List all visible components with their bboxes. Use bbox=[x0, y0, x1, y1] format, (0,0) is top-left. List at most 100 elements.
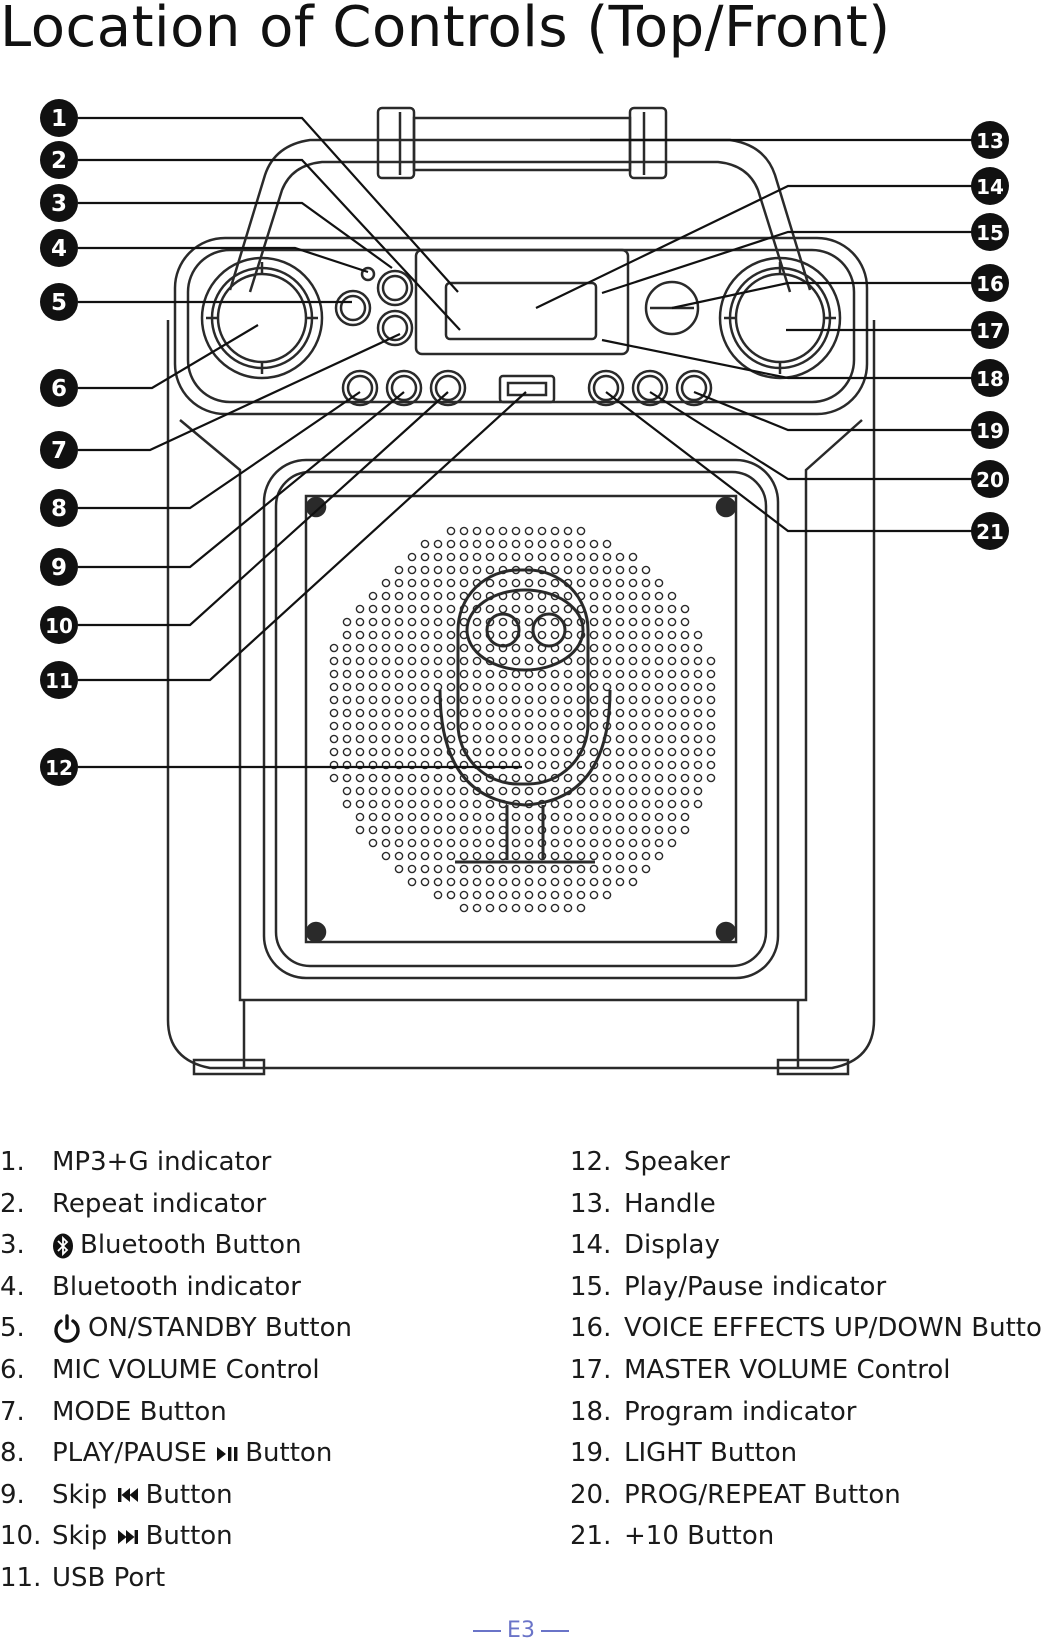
grille-hole bbox=[628, 838, 638, 848]
grille-hole bbox=[498, 617, 508, 627]
grille-hole bbox=[615, 825, 625, 835]
grille-hole bbox=[667, 708, 677, 718]
play-pause-icon bbox=[217, 1446, 238, 1461]
grille-hole bbox=[381, 721, 391, 731]
grille-hole bbox=[563, 591, 573, 601]
grille-hole bbox=[693, 695, 703, 705]
grille-hole bbox=[511, 604, 521, 614]
grille-hole bbox=[446, 591, 456, 601]
legend-item: 1.MP3+G indicator bbox=[0, 1142, 560, 1184]
grille-hole bbox=[550, 695, 560, 705]
grille-hole bbox=[589, 669, 599, 679]
grille-hole bbox=[485, 786, 495, 796]
legend-number: 12. bbox=[570, 1147, 612, 1177]
grille-hole bbox=[459, 890, 469, 900]
grille-hole bbox=[459, 526, 469, 536]
grille-hole bbox=[576, 721, 586, 731]
legend-item: 17.MASTER VOLUME Control bbox=[570, 1350, 1042, 1392]
legend-label: Repeat indicator bbox=[52, 1188, 267, 1219]
grille-hole bbox=[693, 630, 703, 640]
grille-hole bbox=[602, 890, 612, 900]
grille-hole bbox=[381, 747, 391, 757]
grille-hole bbox=[394, 578, 404, 588]
grille-hole bbox=[680, 695, 690, 705]
grille-hole bbox=[589, 890, 599, 900]
grille-hole bbox=[524, 643, 534, 653]
grille-hole bbox=[355, 695, 365, 705]
grille-hole bbox=[368, 812, 378, 822]
grille-hole bbox=[433, 682, 443, 692]
grille-hole bbox=[615, 721, 625, 731]
grille-hole bbox=[563, 903, 573, 913]
grille-hole bbox=[485, 799, 495, 809]
grille-hole bbox=[641, 825, 651, 835]
grille-hole bbox=[368, 695, 378, 705]
grille-hole bbox=[446, 565, 456, 575]
grille-hole bbox=[628, 825, 638, 835]
grille-hole bbox=[498, 734, 508, 744]
grille-hole bbox=[693, 656, 703, 666]
grille-hole bbox=[394, 643, 404, 653]
callout-badge bbox=[971, 460, 1009, 498]
grille-hole bbox=[615, 812, 625, 822]
grille-hole bbox=[420, 760, 430, 770]
grille-hole bbox=[472, 773, 482, 783]
legend-item: 3.Bluetooth Button bbox=[0, 1225, 560, 1267]
callout-number: 2 bbox=[51, 148, 67, 174]
legend-label: +10 Button bbox=[624, 1521, 775, 1552]
grille-hole bbox=[615, 630, 625, 640]
grille-hole bbox=[485, 708, 495, 718]
grille-hole bbox=[407, 773, 417, 783]
grille-hole bbox=[433, 643, 443, 653]
grille-hole bbox=[537, 786, 547, 796]
grille-hole bbox=[446, 877, 456, 887]
grille-hole bbox=[602, 591, 612, 601]
grille-hole bbox=[459, 903, 469, 913]
legend-label: Play/Pause indicator bbox=[624, 1271, 887, 1302]
grille-hole bbox=[706, 669, 716, 679]
grille-hole bbox=[615, 552, 625, 562]
grille-hole bbox=[641, 630, 651, 640]
grille-hole bbox=[368, 643, 378, 653]
grille-hole bbox=[524, 552, 534, 562]
grille-hole bbox=[394, 591, 404, 601]
grille-hole bbox=[407, 695, 417, 705]
grille-hole bbox=[602, 669, 612, 679]
grille-hole bbox=[628, 591, 638, 601]
grille-hole bbox=[446, 552, 456, 562]
grille-hole bbox=[654, 643, 664, 653]
grille-hole bbox=[589, 825, 599, 835]
legend-item: 13.Handle bbox=[570, 1184, 1042, 1226]
grille-hole bbox=[602, 565, 612, 575]
grille-hole bbox=[654, 682, 664, 692]
grille-hole bbox=[381, 591, 391, 601]
grille-hole bbox=[654, 578, 664, 588]
grille-hole bbox=[641, 708, 651, 718]
grille-hole bbox=[368, 604, 378, 614]
grille-hole bbox=[654, 721, 664, 731]
grille-hole bbox=[667, 695, 677, 705]
grille-hole bbox=[446, 617, 456, 627]
grille-hole bbox=[342, 695, 352, 705]
grille-hole bbox=[537, 864, 547, 874]
legend-number: 11. bbox=[0, 1562, 42, 1593]
grille-hole bbox=[706, 760, 716, 770]
grille-hole bbox=[381, 669, 391, 679]
grille-hole bbox=[524, 695, 534, 705]
grille-hole bbox=[368, 799, 378, 809]
grille-hole bbox=[342, 682, 352, 692]
grille-hole bbox=[589, 604, 599, 614]
grille-hole bbox=[485, 877, 495, 887]
grille-hole bbox=[602, 617, 612, 627]
grille-hole bbox=[667, 591, 677, 601]
grille-hole bbox=[394, 747, 404, 757]
grille-hole bbox=[706, 682, 716, 692]
grille-hole bbox=[524, 877, 534, 887]
grille-hole bbox=[446, 669, 456, 679]
grille-hole bbox=[355, 669, 365, 679]
grille-hole bbox=[355, 708, 365, 718]
grille-hole bbox=[589, 643, 599, 653]
grille-hole bbox=[537, 708, 547, 718]
grille-hole bbox=[329, 682, 339, 692]
legend-number: 6. bbox=[0, 1354, 25, 1385]
